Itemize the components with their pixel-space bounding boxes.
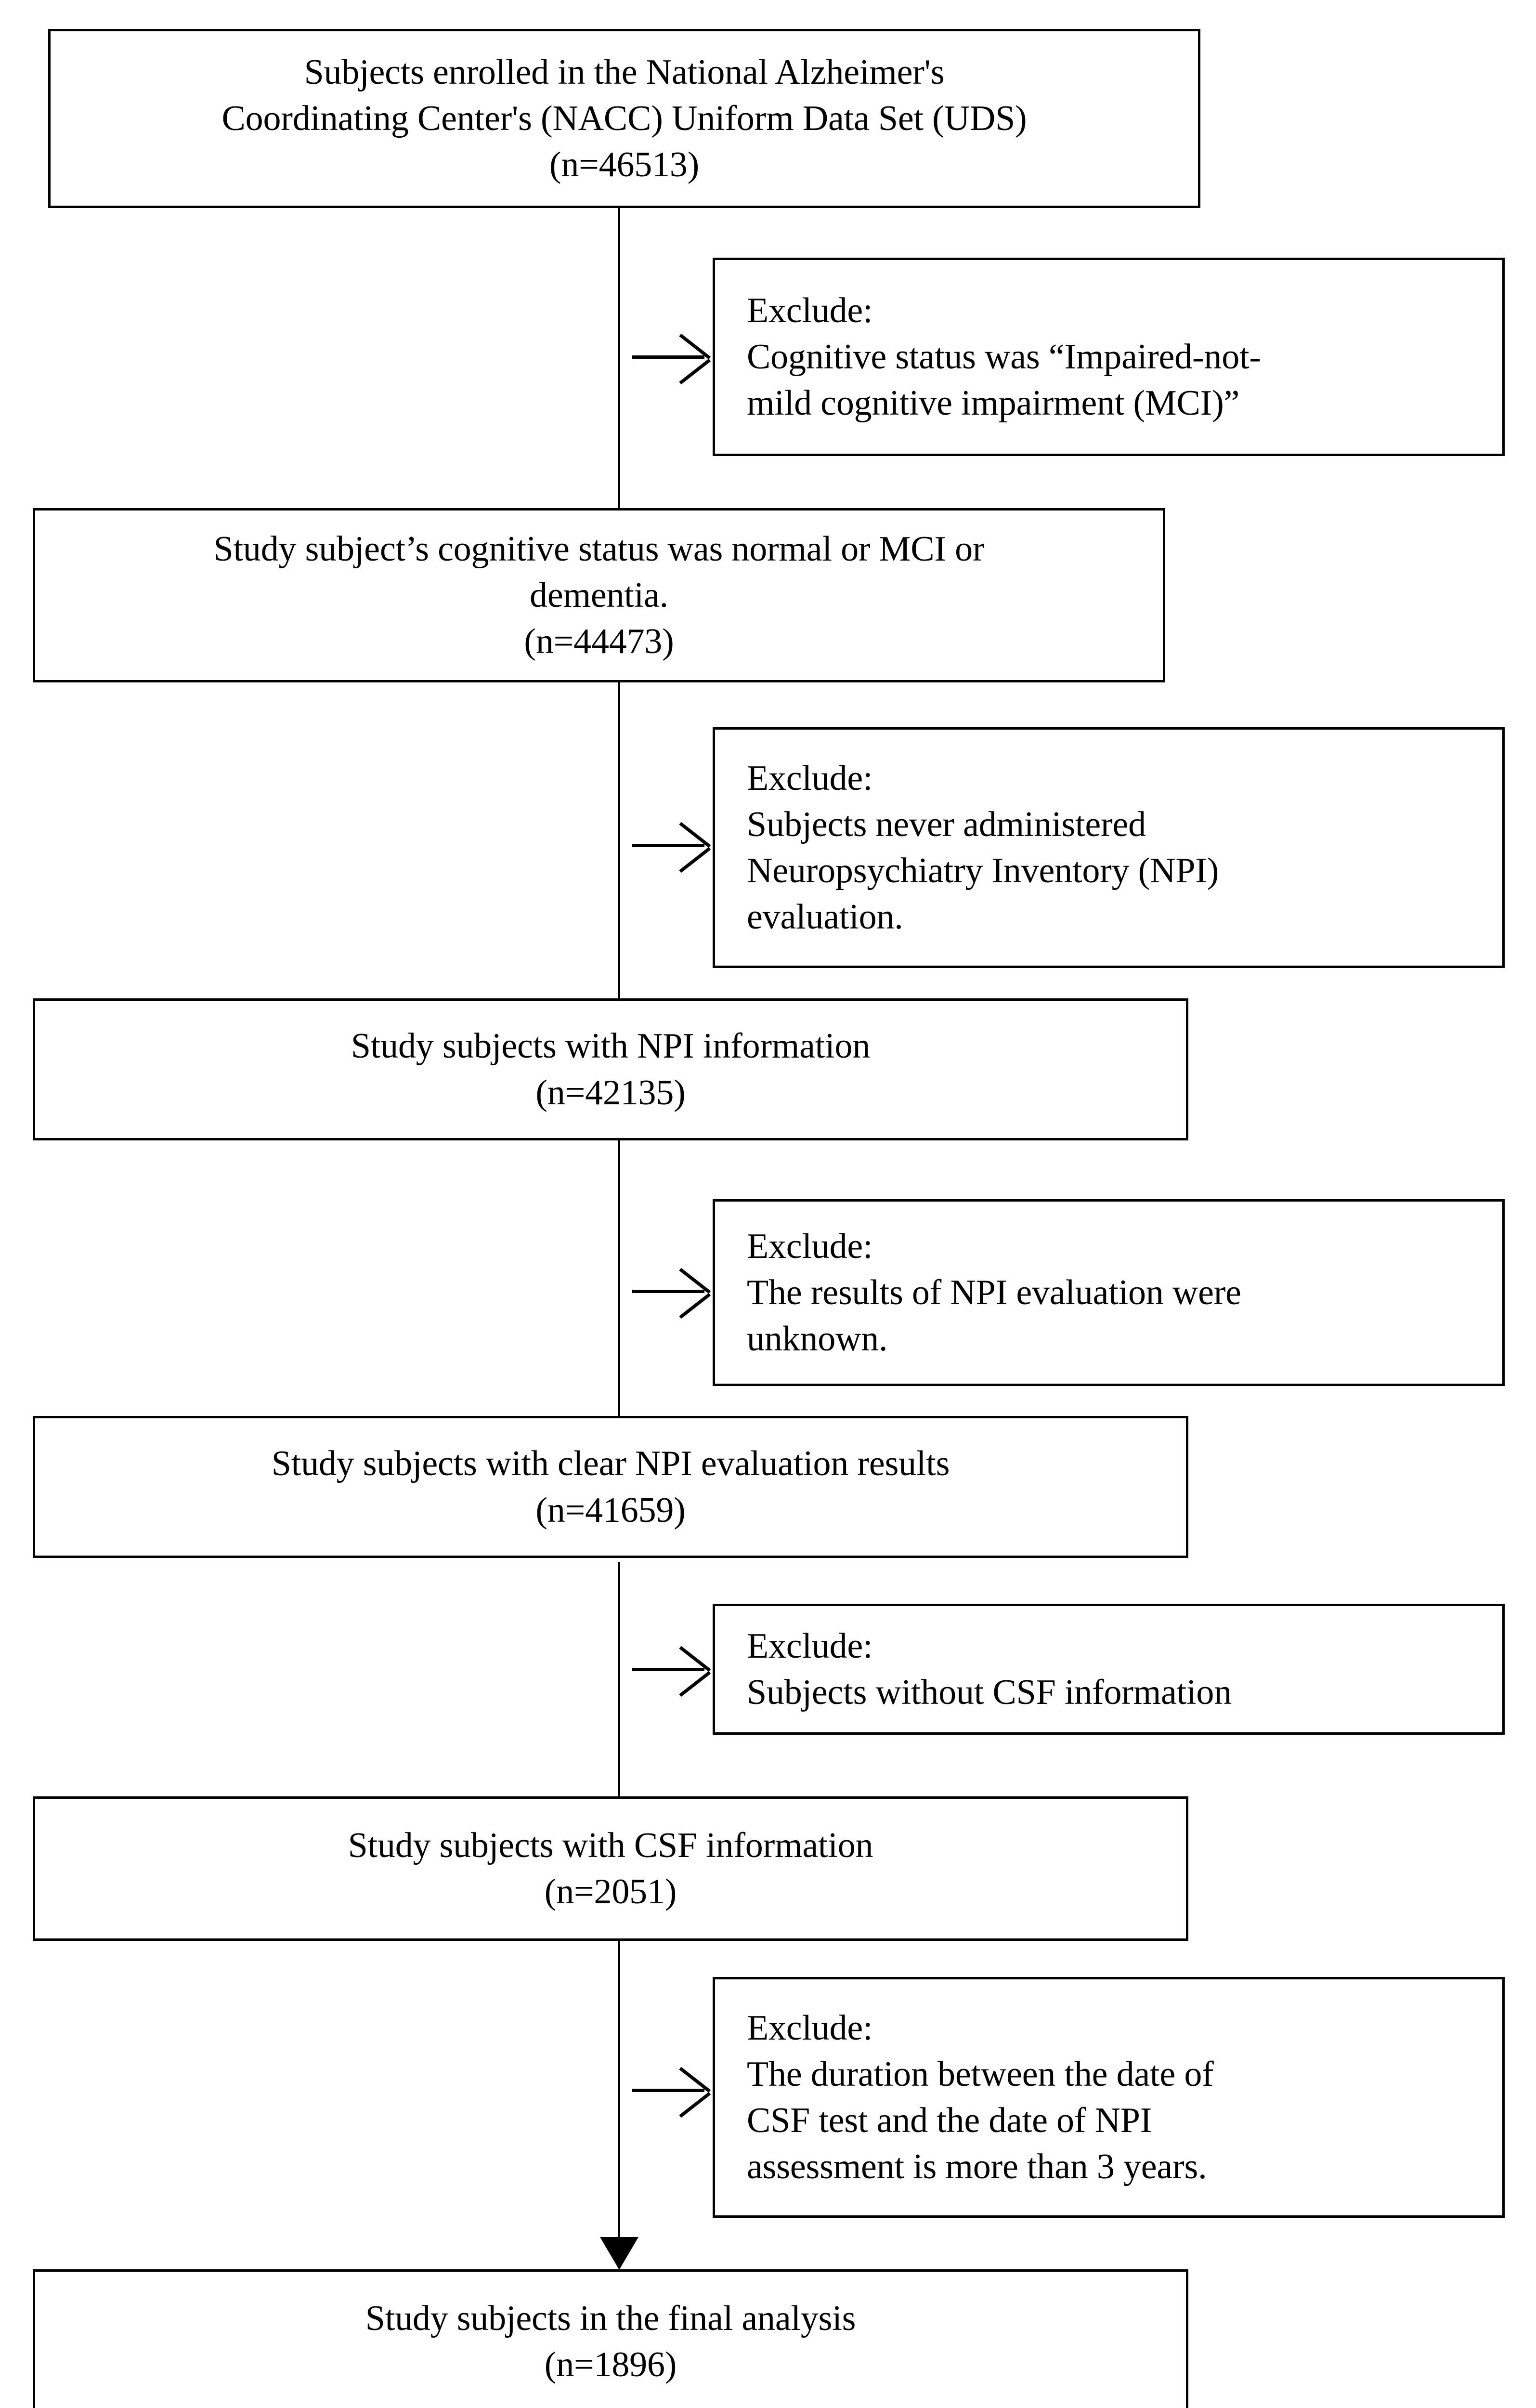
node-exclude-unknown-npi: Exclude: The results of NPI evaluation w… [713, 1199, 1505, 1386]
node-enrolled-label: Subjects enrolled in the National Alzhei… [221, 52, 1027, 185]
node-exclude-impaired-not-mci-label: Exclude: Cognitive status was “Impaired-… [747, 290, 1261, 423]
spine-segment-4 [618, 1562, 620, 1798]
arrow-3-shaft [632, 1290, 704, 1293]
spine-segment-1 [618, 207, 620, 510]
arrow-4-shaft [632, 1668, 704, 1671]
node-exclude-impaired-not-mci: Exclude: Cognitive status was “Impaired-… [713, 258, 1505, 456]
node-exclude-never-npi-label: Exclude: Subjects never administered Neu… [747, 758, 1219, 937]
arrow-1-shaft [632, 355, 704, 359]
node-exclude-no-csf-label: Exclude: Subjects without CSF informatio… [747, 1626, 1232, 1712]
spine-segment-3 [618, 1083, 620, 1499]
arrow-down-icon-final [600, 2237, 638, 2270]
node-exclude-no-csf: Exclude: Subjects without CSF informatio… [713, 1604, 1505, 1735]
node-final-analysis-label: Study subjects in the final analysis (n=… [365, 2298, 856, 2384]
node-clear-npi-results: Study subjects with clear NPI evaluation… [33, 1416, 1188, 1558]
node-cognitive-status: Study subject’s cognitive status was nor… [33, 508, 1165, 682]
node-csf-information-label: Study subjects with CSF information (n=2… [348, 1825, 873, 1911]
node-exclude-unknown-npi-label: Exclude: The results of NPI evaluation w… [747, 1226, 1241, 1359]
node-final-analysis: Study subjects in the final analysis (n=… [33, 2269, 1188, 2408]
node-enrolled: Subjects enrolled in the National Alzhei… [48, 29, 1200, 208]
arrow-2-shaft [632, 844, 704, 847]
spine-segment-5 [618, 1909, 620, 2241]
node-clear-npi-results-label: Study subjects with clear NPI evaluation… [271, 1444, 950, 1530]
node-exclude-never-npi: Exclude: Subjects never administered Neu… [713, 727, 1505, 968]
node-exclude-duration-label: Exclude: The duration between the date o… [747, 2008, 1214, 2187]
node-csf-information: Study subjects with CSF information (n=2… [33, 1796, 1188, 1941]
node-npi-information: Study subjects with NPI information (n=4… [33, 998, 1188, 1140]
node-cognitive-status-label: Study subject’s cognitive status was nor… [213, 529, 985, 662]
node-exclude-duration: Exclude: The duration between the date o… [713, 1977, 1505, 2218]
arrow-5-shaft [632, 2089, 704, 2092]
node-npi-information-label: Study subjects with NPI information (n=4… [351, 1026, 871, 1112]
spine-segment-2 [618, 681, 620, 1001]
